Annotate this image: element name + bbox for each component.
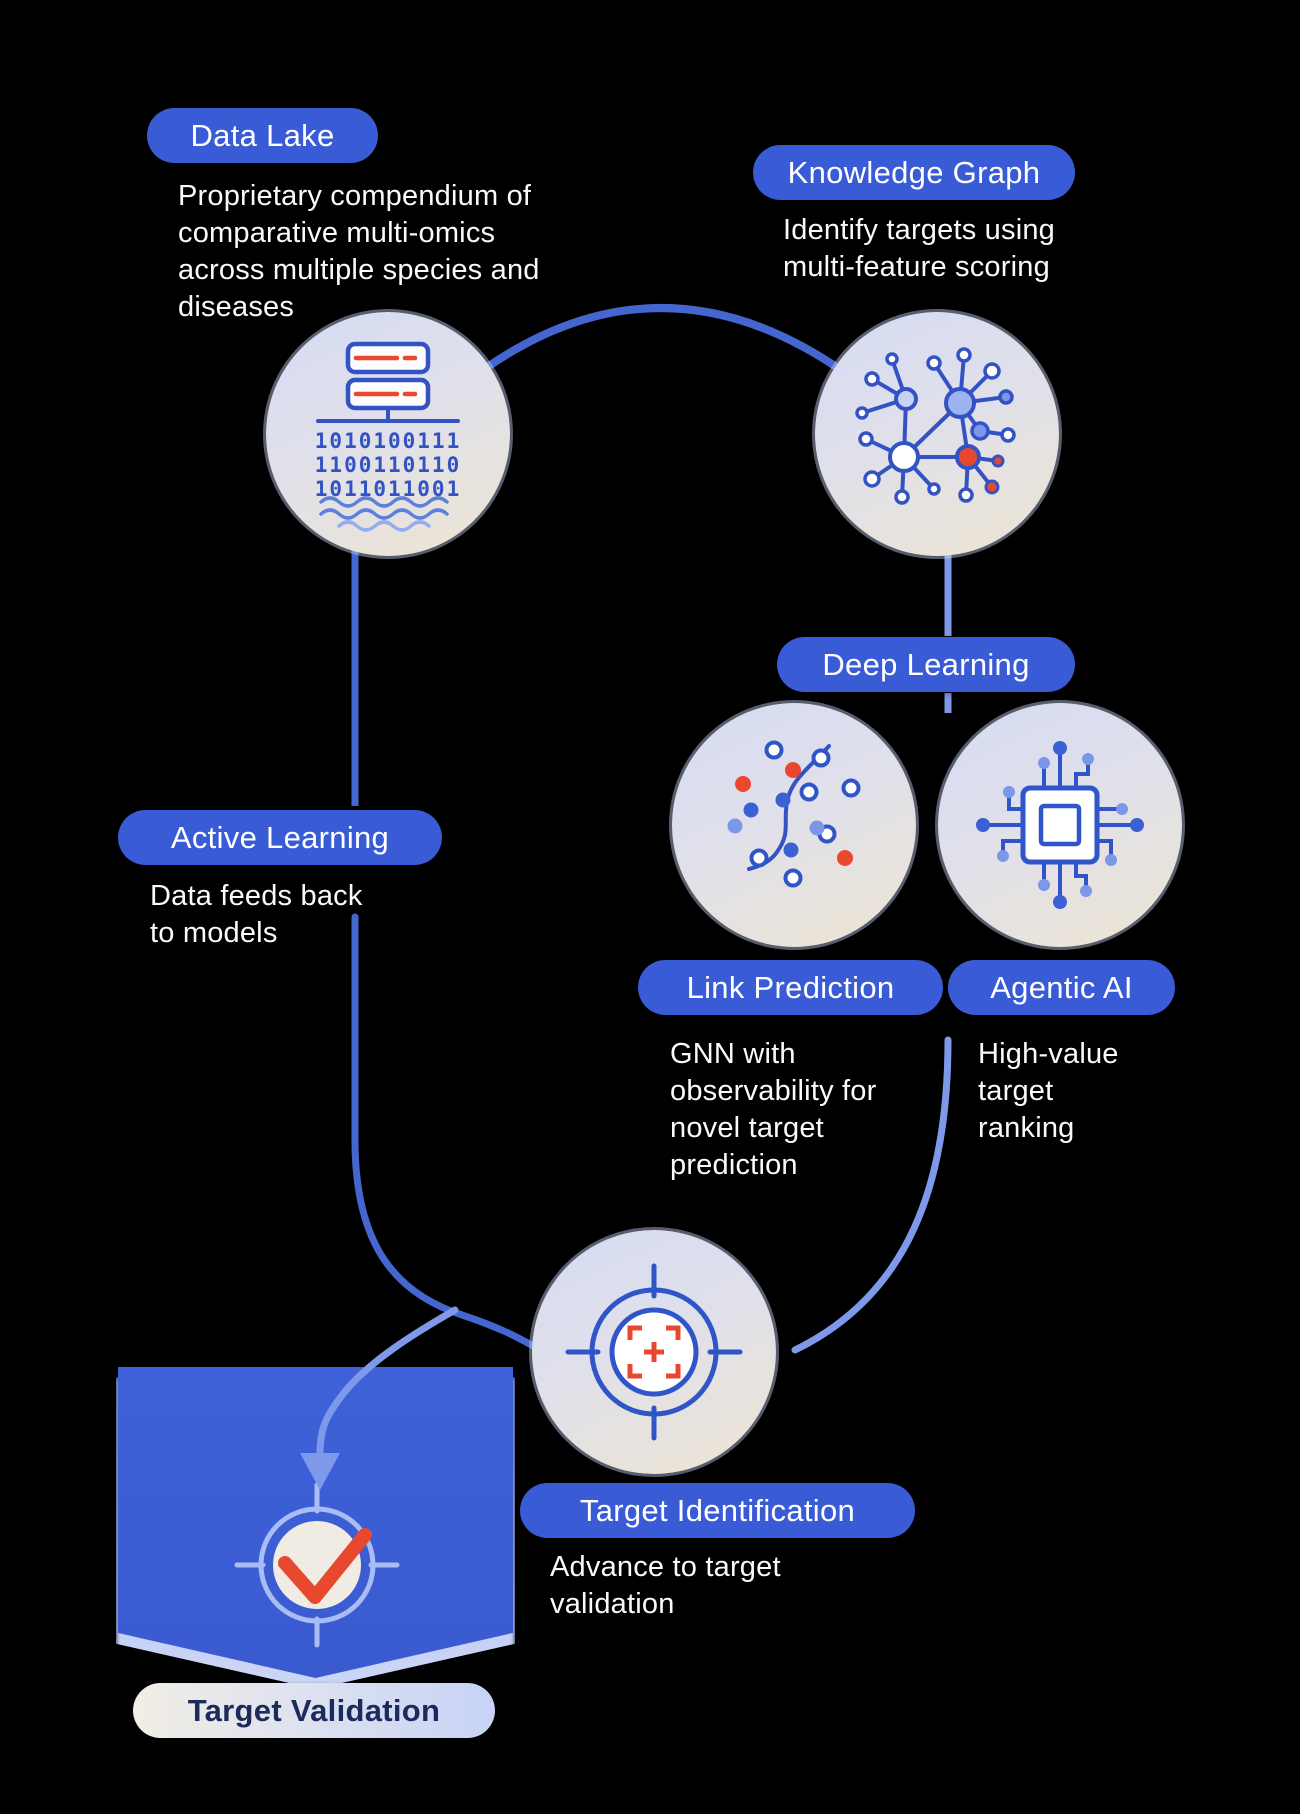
curve-agentic-target	[791, 1036, 952, 1354]
active-learning-description: Data feeds back to models	[150, 880, 363, 949]
target-identification-label: Target Identification	[579, 1492, 856, 1528]
active-learning-pill: Active Learning	[118, 810, 442, 865]
binary-row: 1010100111	[315, 429, 461, 453]
active-learning-label: Active Learning	[170, 819, 390, 855]
agentic-ai-pill: Agentic AI	[948, 960, 1175, 1015]
scatter-curve-icon	[727, 740, 861, 888]
data-lake-label: Data Lake	[190, 117, 335, 153]
link-prediction-description: GNN with observability for novel target …	[670, 1038, 877, 1181]
target-validation-pill: Target Validation	[133, 1683, 495, 1738]
down-arrow-icon	[300, 1453, 340, 1490]
database-icon: 1010100111 1100110110 1011011001	[315, 341, 461, 532]
curve-activelearning-target	[351, 913, 544, 1354]
agentic-ai-label: Agentic AI	[990, 969, 1133, 1005]
target-identification-circle	[532, 1230, 776, 1474]
network-graph-icon	[855, 347, 1016, 505]
deep-learning-pill: Deep Learning	[777, 637, 1075, 692]
crosshair-target-icon	[565, 1263, 743, 1441]
checkmark	[278, 1528, 372, 1604]
cpu-chip-icon	[976, 741, 1144, 909]
binary-row: 1100110110	[315, 453, 461, 477]
knowledge-graph-circle	[815, 312, 1059, 556]
target-validation-shield	[118, 1367, 513, 1678]
target-identification-description: Advance to target validation	[550, 1551, 781, 1620]
focus-bracket	[627, 1325, 681, 1379]
knowledge-graph-label: Knowledge Graph	[787, 154, 1041, 190]
link-prediction-circle	[672, 703, 916, 947]
checkmark-target-icon	[234, 1482, 400, 1648]
data-lake-pill: Data Lake	[147, 108, 378, 163]
data-lake-description: Proprietary compendium of comparative mu…	[178, 180, 540, 323]
curve-into-shield	[316, 1306, 459, 1459]
data-lake-circle: 1010100111 1100110110 1011011001	[266, 312, 510, 556]
target-identification-pill: Target Identification	[520, 1483, 915, 1538]
link-prediction-label: Link Prediction	[686, 969, 895, 1005]
arc-datalake-knowledgegraph	[482, 304, 842, 372]
knowledge-graph-description: Identify targets using multi-feature sco…	[783, 214, 1055, 283]
knowledge-graph-pill: Knowledge Graph	[753, 145, 1075, 200]
deep-learning-label: Deep Learning	[822, 646, 1030, 682]
agentic-ai-circle	[938, 703, 1182, 947]
agentic-ai-description: High-value target ranking	[978, 1038, 1119, 1144]
link-prediction-pill: Link Prediction	[638, 960, 943, 1015]
target-validation-label: Target Validation	[187, 1692, 441, 1728]
